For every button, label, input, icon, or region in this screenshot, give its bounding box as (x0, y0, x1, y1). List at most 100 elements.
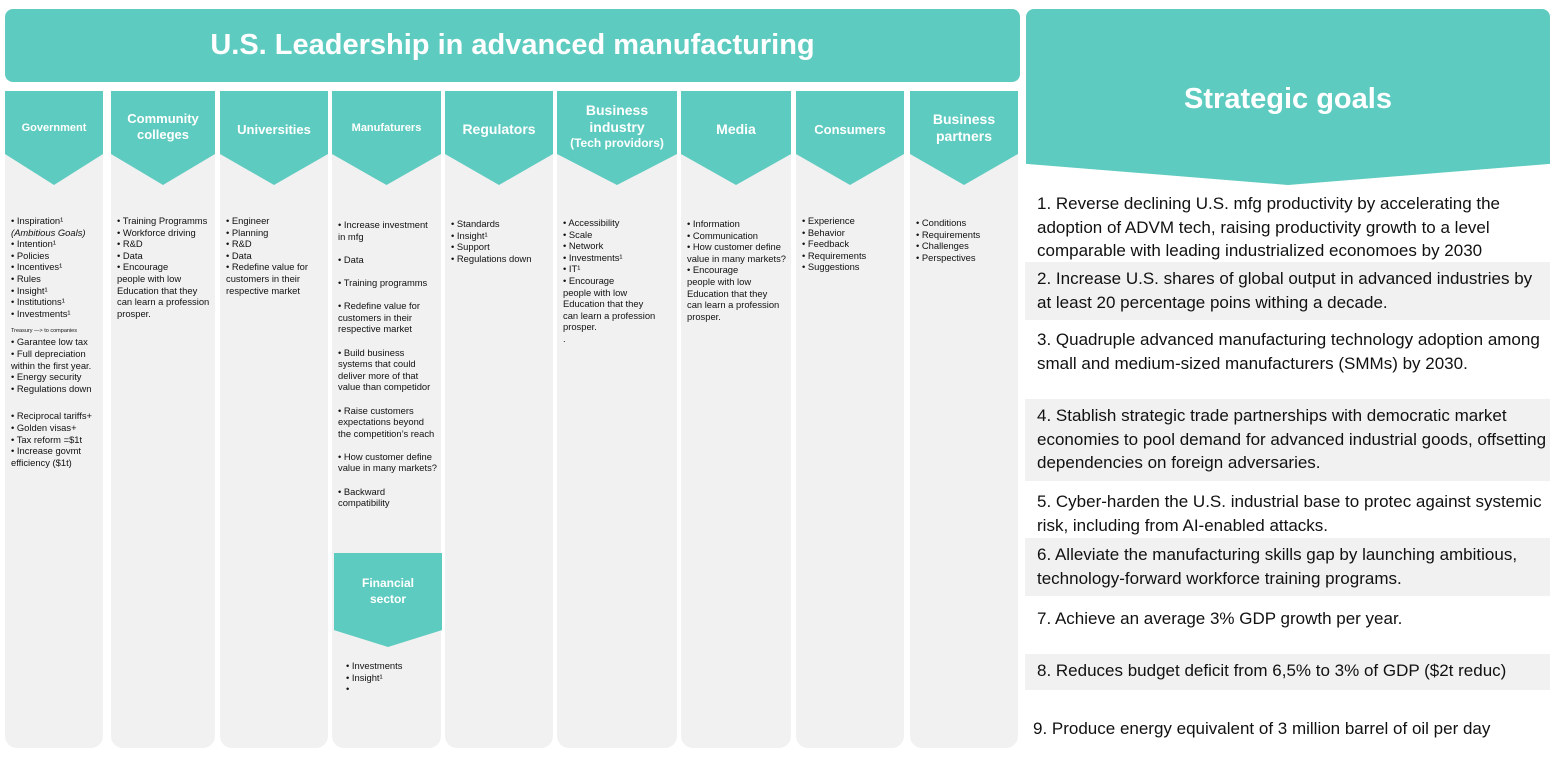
list-item: • R&D (117, 238, 143, 250)
list-item: • Inspiration¹ (11, 215, 64, 226)
strategic-goals-title: Strategic goals (1184, 83, 1392, 115)
list-item: • Increase govmt (11, 445, 81, 457)
list-item: • Engineer (226, 215, 270, 226)
list-item: • How customer define (687, 241, 781, 253)
list-item: • Full depreciation (11, 347, 86, 359)
list-item: • Redefine value for (338, 300, 420, 312)
list-item: customers in their (338, 311, 412, 323)
column-title: Regulators (462, 121, 536, 137)
list-item: • R&D (226, 238, 252, 250)
column-consumers: Consumers • Experience • Behavior • Feed… (796, 91, 904, 748)
list-item: systems that could (338, 358, 416, 370)
list-item: • Data (117, 249, 143, 261)
column-title: Universities (237, 122, 311, 137)
list-item: can learn a profession (117, 296, 210, 308)
list-item: people with low (687, 275, 752, 287)
list-item: • Accessibility (563, 217, 620, 228)
goal-text: 5. Cyber-harden the U.S. industrial base… (1037, 492, 1542, 535)
column-header: Consumers (796, 91, 904, 185)
goal-item: 9. Produce energy equivalent of 3 millio… (1021, 717, 1546, 743)
goal-item: 5. Cyber-harden the U.S. industrial base… (1025, 490, 1550, 536)
column-items: • Accessibility • Scale • Network • Inve… (563, 217, 673, 345)
goal-item: 6. Alleviate the manufacturing skills ga… (1025, 538, 1550, 596)
goal-text: 2. Increase U.S. shares of global output… (1037, 269, 1533, 312)
column-title: Consumers (814, 122, 886, 137)
list-item: • IT¹ (563, 263, 581, 275)
column-items: • Experience • Behavior • Feedback • Req… (802, 215, 900, 273)
list-item: • Regulations down (11, 382, 92, 394)
list-item: • Standards (451, 218, 500, 229)
list-item: • Intention¹ (11, 238, 56, 250)
column-header: Government (5, 91, 103, 185)
list-item: • Build business (338, 346, 405, 358)
list-item: value than competidor (338, 381, 431, 393)
list-item: (Ambitious Goals) (11, 226, 86, 238)
column-items: • Conditions • Requirements • Challenges… (916, 217, 1014, 263)
list-item: • Redefine value for (226, 261, 308, 273)
column-title: Manufaturers (351, 122, 422, 134)
list-item: prosper. (687, 310, 721, 322)
list-item: • Communication (687, 229, 759, 241)
list-item: • How customer define (338, 450, 432, 462)
column-header: Business industry (Tech providors) (557, 91, 677, 185)
list-item: • Incentives¹ (11, 261, 63, 273)
list-item: • Requirements (916, 228, 981, 240)
main-title: U.S. Leadership in advanced manufacturin… (210, 29, 815, 61)
list-item: Education that they (687, 287, 768, 299)
column-header: Regulators (445, 91, 553, 185)
goal-item: 7. Achieve an average 3% GDP growth per … (1025, 607, 1550, 637)
column-header: Manufaturers (332, 91, 441, 185)
list-item: people with low (563, 286, 628, 298)
list-item: can learn a profession (687, 299, 780, 311)
list-item: prosper. (117, 307, 151, 319)
goal-item: 4. Stablish strategic trade partnerships… (1025, 399, 1550, 481)
list-item: value in many markets? (687, 252, 787, 264)
list-item: • Energy security (11, 371, 82, 383)
list-item: can learn a profession (563, 309, 656, 321)
financial-sector-header: Financial sector (334, 553, 442, 647)
list-item: • Rules (11, 272, 41, 284)
list-item: • Investments (346, 660, 403, 671)
goal-text: 7. Achieve an average 3% GDP growth per … (1037, 609, 1403, 628)
list-item: • Institutions¹ (11, 296, 65, 308)
list-item: • Reciprocal tariffs+ (11, 410, 93, 422)
list-item: • Tax reform =$1t (11, 433, 83, 445)
list-item: • Golden visas+ (11, 421, 77, 433)
column-title: Business partners (932, 111, 996, 145)
list-item: • Behavior (802, 226, 845, 238)
list-item: • Policies (11, 249, 50, 261)
list-item: • Insight¹ (346, 671, 383, 683)
list-item: people with low (117, 272, 182, 284)
column-regulators: Regulators • Standards • Insight¹ • Supp… (445, 91, 553, 748)
list-item: • Insight¹ (451, 229, 488, 241)
column-items: • Increase investment in mfg • Data • Tr… (338, 219, 437, 509)
column-universities: Universities • Engineer • Planning • R&D… (220, 91, 328, 748)
goal-item: 8. Reduces budget deficit from 6,5% to 3… (1025, 654, 1550, 690)
column-community-colleges: Community colleges • Training Programms … (111, 91, 215, 748)
list-item: • Feedback (802, 238, 850, 250)
column-items: • Information • Communication • How cust… (687, 218, 787, 322)
list-item: • Training programms (338, 276, 428, 288)
list-item: customers in their (226, 272, 300, 284)
list-item: • Regulations down (451, 252, 532, 264)
column-subtitle: (Tech providors) (570, 136, 664, 151)
list-item: • (346, 683, 350, 695)
goal-item: 2. Increase U.S. shares of global output… (1025, 262, 1550, 320)
column-government: Government • Inspiration¹ (Ambitious Goa… (5, 91, 103, 748)
column-items: • Engineer • Planning • R&D • Data • Red… (226, 215, 324, 296)
list-item: • Investments¹ (11, 307, 71, 319)
list-item: . (563, 332, 566, 344)
list-item: • Planning (226, 226, 269, 238)
column-items: • Standards • Insight¹ • Support • Regul… (451, 218, 549, 264)
list-item: • Insight¹ (11, 284, 48, 296)
goal-item: 3. Quadruple advanced manufacturing tech… (1025, 328, 1550, 398)
list-item: • Information (687, 218, 740, 229)
column-items: • Inspiration¹ (Ambitious Goals) • Inten… (11, 215, 99, 468)
list-item: • Conditions (916, 217, 967, 228)
financial-sector-items: • Investments • Insight¹ • (346, 660, 437, 695)
list-item: value in many markets? (338, 462, 438, 474)
goal-text: 9. Produce energy equivalent of 3 millio… (1033, 719, 1491, 738)
column-items: • Training Programms • Workforce driving… (117, 215, 211, 319)
list-item: • Data (338, 253, 364, 265)
list-item: Education that they (117, 284, 198, 296)
